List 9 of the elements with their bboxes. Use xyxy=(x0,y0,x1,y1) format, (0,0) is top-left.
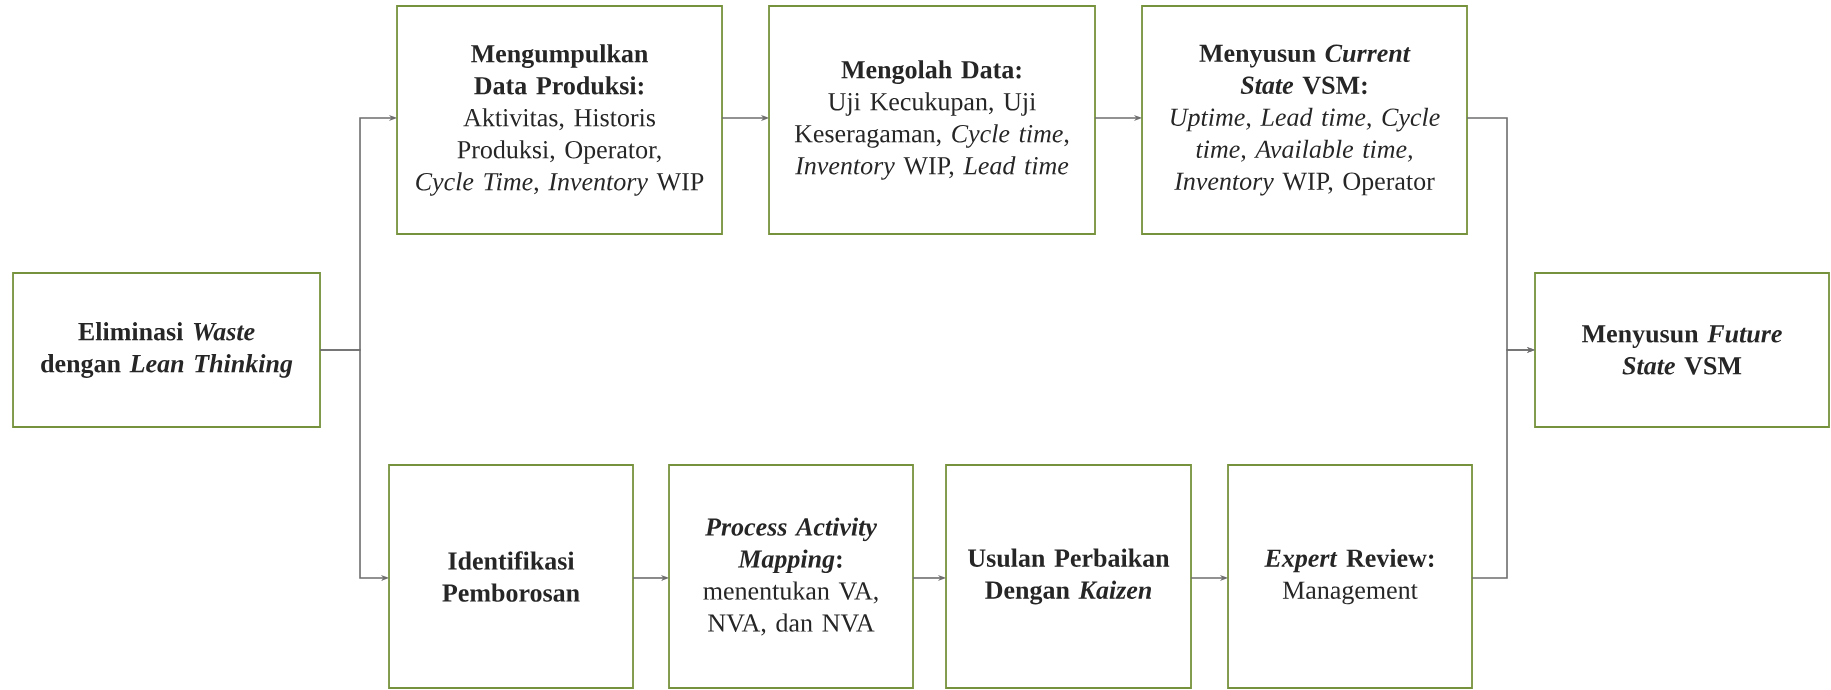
process-box: Menyusun Future State VSM xyxy=(1534,272,1830,428)
process-box: Mengumpulkan Data Produksi: Aktivitas, Historis Produksi, Operator, Cycle Time, Inventory WIP xyxy=(396,5,723,235)
process-box: Menyusun Current State VSM: Uptime, Lead time, Cycle time, Available time, Inventory WIP, Operator xyxy=(1141,5,1468,235)
process-box: Usulan Perbaikan Dengan Kaizen xyxy=(945,464,1192,689)
process-box: Mengolah Data: Uji Kecukupan, Uji Keseragaman, Cycle time, Inventory WIP, Lead time xyxy=(768,5,1096,235)
process-box: Expert Review: Management xyxy=(1227,464,1473,689)
process-box: Process Activity Mapping: menentukan VA, NVA, dan NVA xyxy=(668,464,914,689)
process-box: Identifikasi Pemborosan xyxy=(388,464,634,689)
process-box: Eliminasi Waste dengan Lean Thinking xyxy=(12,272,321,428)
